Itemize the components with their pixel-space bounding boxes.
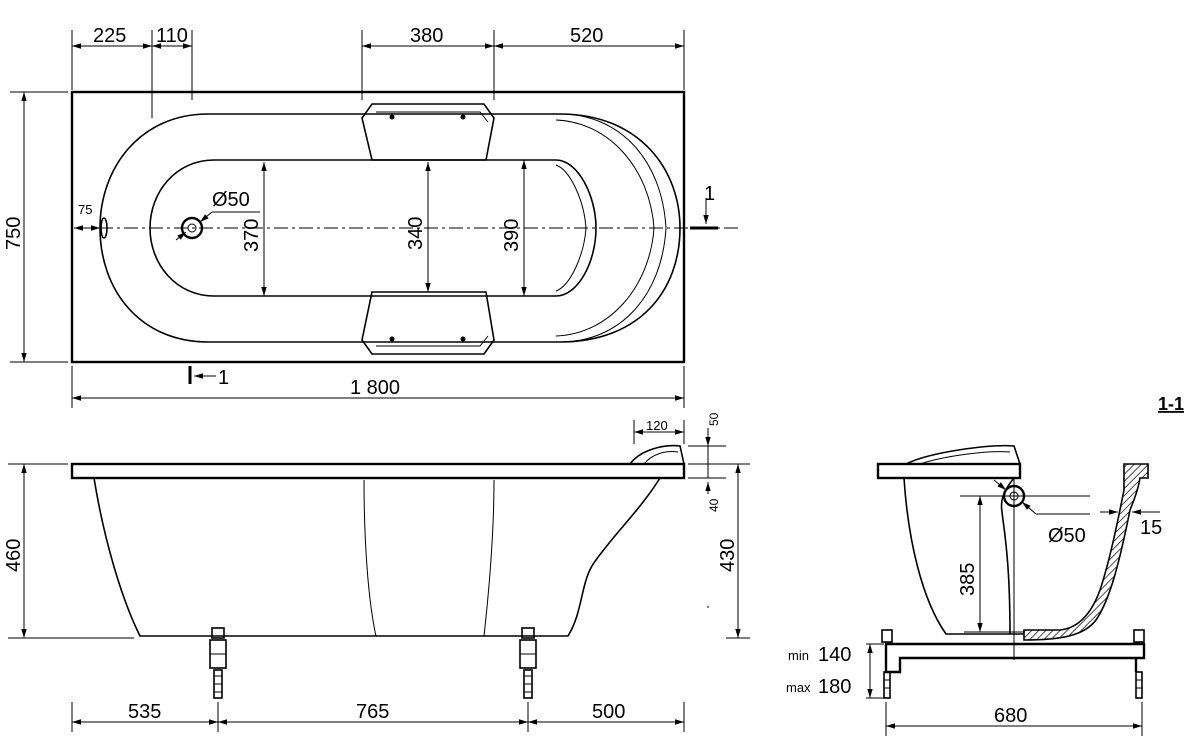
side-dim-460: 460 [3,539,25,572]
plan-dim-75: 75 [78,202,92,217]
plan-outer-rim [70,90,686,364]
section-dim-drain: Ø50 [1048,525,1086,547]
plan-inner-bowl [149,159,597,297]
section-inner-wall [903,477,1024,635]
side-headrest [629,444,685,465]
plan-dim-110: 110 [156,25,188,47]
section-frame [884,642,1146,674]
side-dim-120: 120 [646,418,668,433]
side-tub-body [93,477,661,637]
section-min-label: min [788,648,809,663]
section-rim [876,462,1022,480]
section-max-label: max [786,680,811,695]
section-title: 1-1 [1158,394,1184,414]
side-dim-535: 535 [128,701,161,723]
section-min-value: 140 [818,644,851,666]
section-dim-385: 385 [957,563,979,596]
plan-outer-bowl-right-curve [559,113,667,343]
plan-section-mark-right: 1 [704,183,715,205]
plan-armrest-top [361,103,495,161]
plan-dim-1800: 1 800 [350,377,400,399]
plan-dim-drain: Ø50 [212,189,250,211]
plan-dim-750: 750 [3,217,25,250]
plan-dim-370: 370 [241,219,263,252]
plan-section-mark-bottom: 1 [218,367,229,389]
section-view: 1-1 Ø50 [786,394,1184,736]
section-right-wall-hatched [1023,463,1149,641]
plan-dim-390: 390 [501,219,523,252]
side-leg-left [209,627,227,699]
side-view: 460 120 50 40 430 535 765 500 [3,412,750,732]
plan-dim-225: 225 [93,25,126,47]
plan-dim-380: 380 [410,25,443,47]
plan-view: 1 1 225 110 380 520 750 75 Ø50 [3,25,740,408]
section-dim-680: 680 [994,705,1027,727]
plan-armrest-bottom [361,291,495,355]
side-dim-430: 430 [717,539,739,572]
plan-dim-520: 520 [570,25,603,47]
side-dim-50: 50 [707,412,721,426]
section-max-value: 180 [818,676,851,698]
plan-dim-340: 340 [405,217,427,250]
side-dim-765: 765 [356,701,389,723]
side-rim [70,462,686,480]
section-leg-left [881,629,893,699]
side-leg-right [519,627,537,699]
section-dim-15: 15 [1140,517,1162,539]
side-dim-500: 500 [592,701,625,723]
side-dim-40: 40 [707,498,721,512]
section-leg-right [1133,629,1145,699]
